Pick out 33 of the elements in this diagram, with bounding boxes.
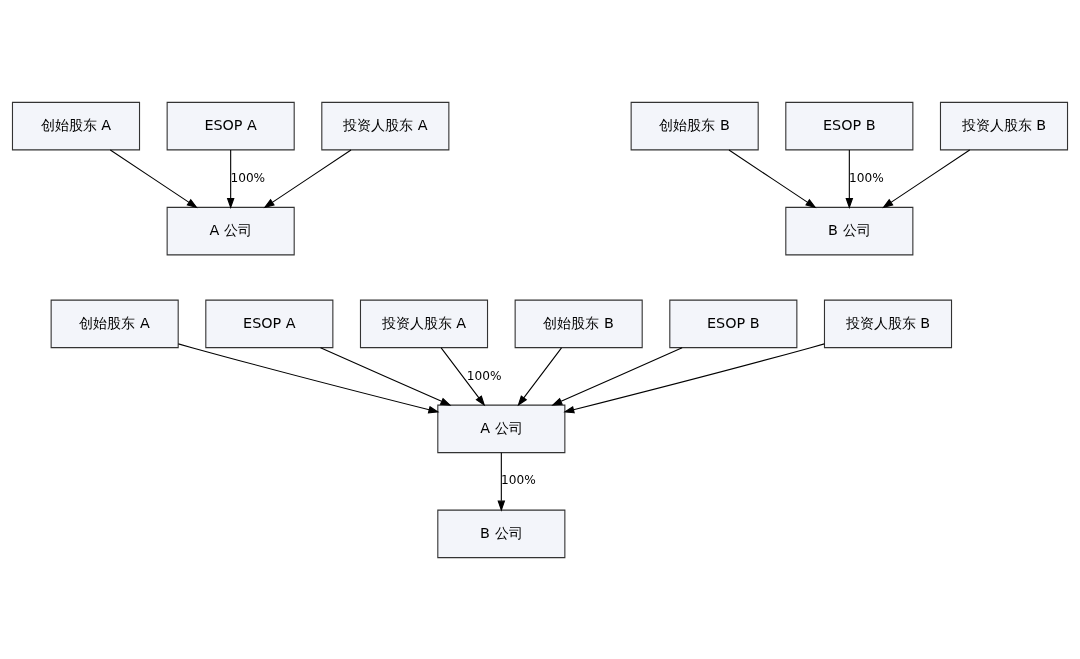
node-box: A 公司 (166, 206, 295, 255)
node-box: 投资人股东 A (321, 101, 450, 150)
arrow (320, 346, 452, 406)
node-box: 投资人股东 A (359, 299, 489, 348)
node-box: 投资人股东 B (939, 101, 1069, 150)
arrow (563, 342, 825, 413)
arrow (226, 149, 235, 209)
arrow (728, 149, 817, 208)
arrow (497, 451, 506, 512)
edge-label: 100% (849, 170, 884, 185)
node-box: A 公司 (437, 404, 566, 453)
edge-label: 100% (466, 367, 502, 382)
node-box: B 公司 (437, 509, 566, 558)
node-box: 创始股东 A (50, 299, 179, 348)
arrow (845, 149, 854, 209)
edge-label: 100% (501, 472, 536, 487)
edge-label: 100% (230, 170, 266, 185)
arrow (177, 342, 440, 413)
node-box: ESOP B (785, 101, 914, 150)
node-box: ESOP A (166, 101, 295, 150)
arrow (109, 149, 198, 208)
node-box: 投资人股东 B (823, 299, 953, 348)
node-box: 创始股东 A (11, 101, 141, 150)
node-box: 创始股东 B (514, 299, 643, 348)
arrow (517, 346, 563, 406)
arrow (440, 346, 486, 406)
node-box: 创始股东 B (630, 101, 759, 150)
node-box: ESOP A (205, 299, 334, 348)
arrow (263, 149, 352, 208)
node-box: ESOP B (669, 299, 798, 348)
arrow (551, 346, 683, 406)
node-box: B 公司 (785, 206, 914, 255)
arrow (882, 149, 971, 208)
